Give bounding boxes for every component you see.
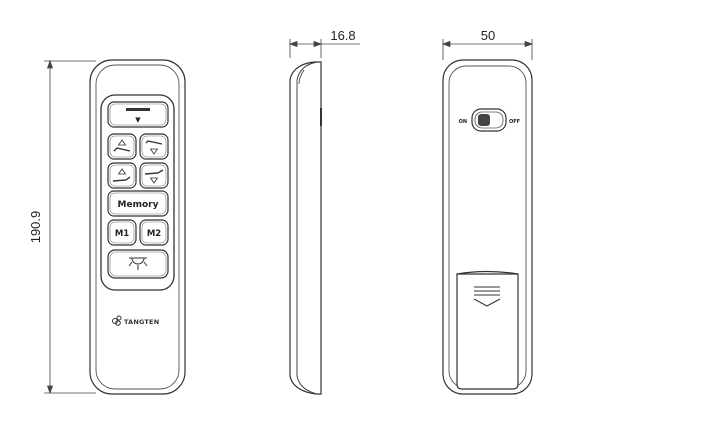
- up-arrow-icon: [117, 168, 127, 175]
- battery-cover[interactable]: [456, 270, 519, 390]
- head-down-button[interactable]: [139, 133, 169, 160]
- memory-button[interactable]: Memory: [107, 190, 169, 217]
- down-arrow-icon: [149, 177, 159, 184]
- up-arrow-icon: [117, 139, 127, 146]
- side-body-outline: [289, 61, 322, 395]
- depth-dimension-label: 16.8: [330, 28, 355, 43]
- switch-on-label: ON: [459, 119, 467, 125]
- m1-button-label: M1: [115, 229, 129, 239]
- front-body-inner-edge: [95, 64, 180, 390]
- top-button-label-bar: [126, 108, 150, 111]
- depth-dimension: [288, 39, 360, 58]
- head-up-button[interactable]: [107, 133, 137, 160]
- remote-front-view: ▼: [89, 59, 186, 395]
- foot-flat-icon: [144, 169, 164, 175]
- memory-button-label: Memory: [118, 200, 159, 210]
- height-dimension-label: 190.9: [28, 211, 43, 244]
- m1-button[interactable]: M1: [107, 219, 137, 246]
- light-button[interactable]: [107, 249, 169, 279]
- switch-slider[interactable]: [478, 114, 490, 126]
- foot-down-button[interactable]: [139, 162, 169, 189]
- foot-up-button[interactable]: [107, 162, 137, 189]
- m2-button[interactable]: M2: [139, 219, 169, 246]
- remote-side-view: [289, 61, 322, 395]
- m2-button-label: M2: [147, 229, 161, 239]
- logo-mark-icon: [112, 315, 122, 326]
- head-incline-icon: [113, 147, 131, 152]
- width-dimension: [441, 39, 534, 60]
- light-bulb-icon: [128, 257, 148, 270]
- head-flat-icon: [145, 140, 163, 145]
- power-switch[interactable]: [471, 108, 507, 132]
- top-button-arrow: ▼: [135, 116, 141, 124]
- brand-logo-text: TANGTEN: [124, 318, 159, 326]
- battery-cover-grip-icon: [473, 286, 501, 307]
- width-dimension-label: 50: [481, 28, 495, 43]
- top-down-button[interactable]: ▼: [107, 101, 169, 128]
- switch-off-label: OFF: [509, 119, 520, 125]
- down-arrow-icon: [149, 148, 159, 155]
- remote-back-view: ON OFF: [442, 59, 533, 395]
- foot-incline-icon: [112, 176, 131, 182]
- height-dimension: [44, 59, 96, 395]
- brand-logo: TANGTEN: [112, 315, 159, 326]
